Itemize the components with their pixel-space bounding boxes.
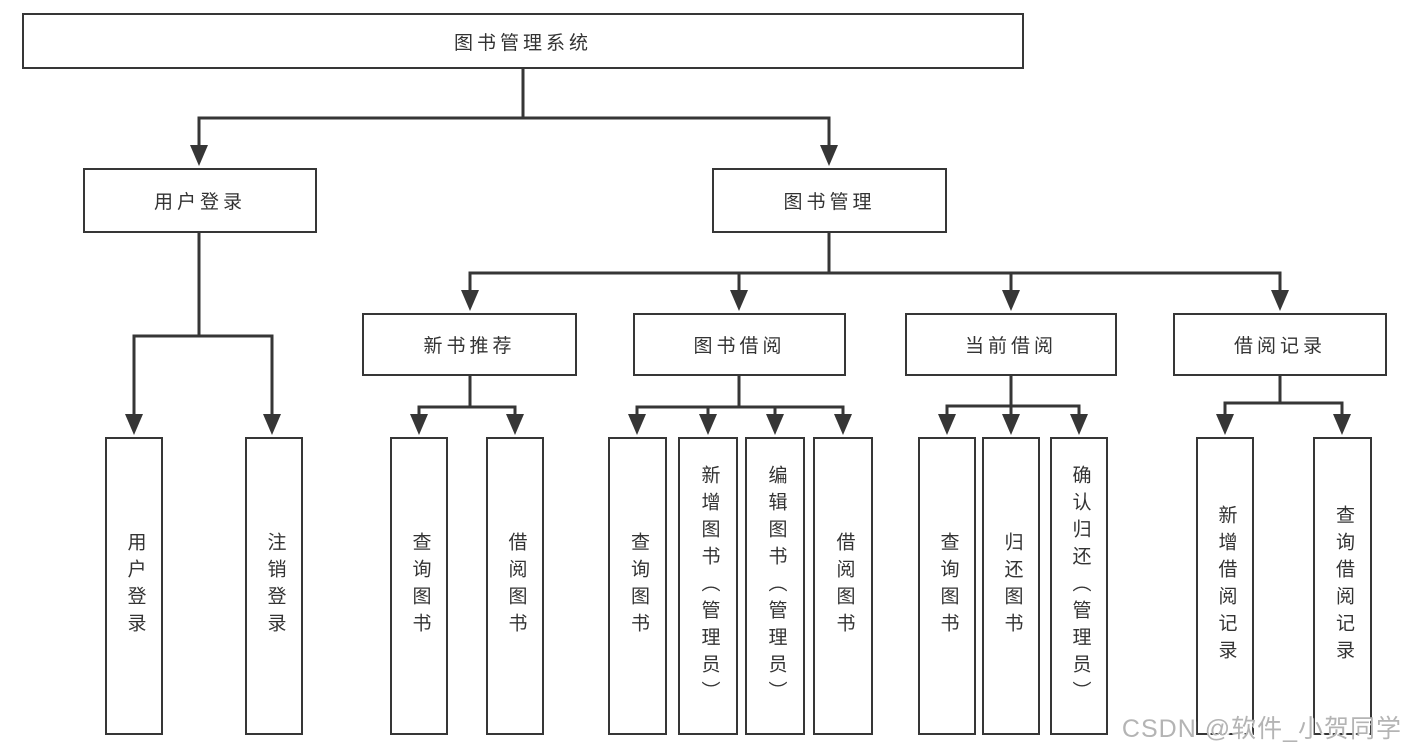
leaf-logout-label: 注销登录	[264, 532, 286, 640]
leaf-return-books-label: 归还图书	[1001, 532, 1023, 640]
node-library-management-system-label: 图书管理系统	[453, 32, 592, 54]
leaf-edit-book-admin: 编辑图书（管理员）	[745, 437, 805, 735]
leaf-query-books-borrow: 查询图书	[608, 437, 667, 735]
leaf-borrow-books-label: 借阅图书	[833, 532, 855, 640]
leaf-logout: 注销登录	[245, 437, 303, 735]
leaf-add-book-admin-label: 新增图书（管理员）	[698, 464, 720, 708]
leaf-user-login-label: 用户登录	[124, 532, 146, 640]
node-new-book-recommendation-label: 新书推荐	[423, 336, 516, 357]
node-new-book-recommendation: 新书推荐	[362, 313, 577, 376]
leaf-query-books-borrow-label: 查询图书	[627, 532, 649, 640]
node-library-management-system: 图书管理系统	[22, 13, 1024, 69]
node-current-borrowing-label: 当前借阅	[964, 336, 1057, 357]
leaf-confirm-return-admin: 确认归还（管理员）	[1050, 437, 1108, 735]
leaf-query-borrow-record-label: 查询借阅记录	[1332, 505, 1354, 667]
leaf-query-books-recommend: 查询图书	[390, 437, 448, 735]
leaf-query-books-recommend-label: 查询图书	[409, 532, 431, 640]
leaf-return-books: 归还图书	[982, 437, 1040, 735]
leaf-query-borrow-record: 查询借阅记录	[1313, 437, 1372, 735]
leaf-edit-book-admin-label: 编辑图书（管理员）	[765, 464, 787, 708]
node-book-management: 图书管理	[712, 168, 947, 233]
leaf-borrow-books-recommend: 借阅图书	[486, 437, 544, 735]
leaf-add-borrow-record-label: 新增借阅记录	[1215, 505, 1237, 667]
node-book-management-label: 图书管理	[783, 192, 876, 213]
leaf-borrow-books-recommend-label: 借阅图书	[505, 532, 527, 640]
node-borrowing-records: 借阅记录	[1173, 313, 1387, 376]
node-user-login: 用户登录	[83, 168, 317, 233]
leaf-query-books-current-label: 查询图书	[937, 532, 959, 640]
node-book-borrowing-label: 图书借阅	[693, 336, 786, 357]
leaf-user-login: 用户登录	[105, 437, 163, 735]
arrowhead-icons	[125, 145, 1351, 435]
leaf-confirm-return-admin-label: 确认归还（管理员）	[1069, 464, 1091, 708]
node-user-login-label: 用户登录	[153, 192, 246, 213]
node-borrowing-records-label: 借阅记录	[1233, 336, 1326, 357]
leaf-add-book-admin: 新增图书（管理员）	[678, 437, 738, 735]
node-book-borrowing: 图书借阅	[633, 313, 846, 376]
leaf-borrow-books: 借阅图书	[813, 437, 873, 735]
leaf-query-books-current: 查询图书	[918, 437, 976, 735]
watermark-text: CSDN @软件_小贺同学	[1121, 715, 1402, 743]
node-current-borrowing: 当前借阅	[905, 313, 1117, 376]
leaf-add-borrow-record: 新增借阅记录	[1196, 437, 1254, 735]
